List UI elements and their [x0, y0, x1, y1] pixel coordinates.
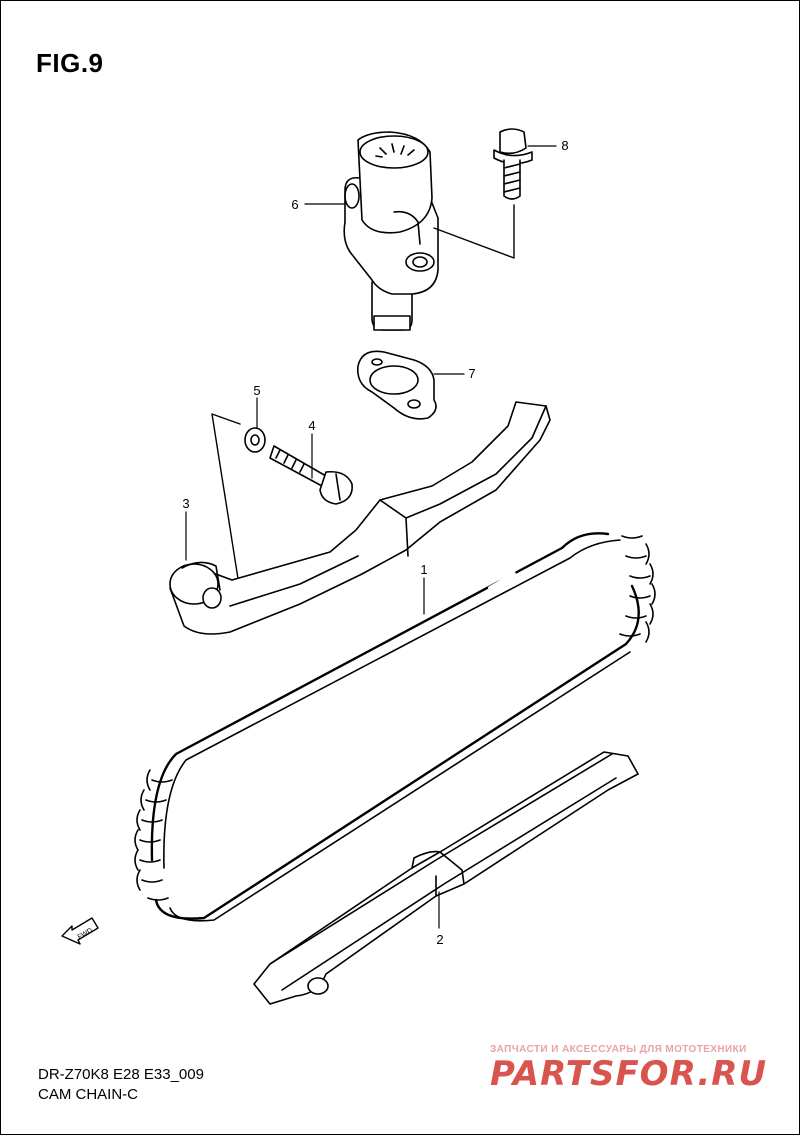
chain-guide-part — [253, 751, 639, 1005]
leader-lines — [185, 145, 557, 929]
section-name: CAM CHAIN-C — [38, 1086, 138, 1103]
part-label-6: 6 — [291, 197, 298, 212]
gasket-part — [356, 350, 437, 420]
bolt-part-8 — [493, 128, 533, 200]
part-label-8: 8 — [561, 138, 568, 153]
model-code: DR-Z70K8 E28 E33_009 — [38, 1066, 204, 1083]
part-label-4: 4 — [308, 418, 315, 433]
part-label-2: 2 — [436, 932, 443, 947]
part-label-3: 3 — [182, 496, 189, 511]
bolt-guide-line — [433, 204, 515, 259]
washer-part — [244, 427, 266, 453]
part-label-7: 7 — [468, 366, 475, 381]
tensioner-part — [343, 131, 439, 331]
watermark-tagline: ЗАПЧАСТИ И АКСЕССУАРЫ ДЛЯ МОТОТЕХНИКИ — [490, 1044, 747, 1055]
part-label-1: 1 — [420, 562, 427, 577]
tensioner-guide-lines — [211, 413, 243, 605]
part-label-5: 5 — [253, 383, 260, 398]
pivot-bolt-part — [269, 445, 353, 505]
cam-chain-part — [134, 532, 656, 922]
figure-title: FIG.9 — [36, 48, 104, 78]
tensioner-guide-part — [169, 401, 551, 635]
watermark-logo: PARTSFOR.RU — [490, 1054, 768, 1094]
forward-arrow-icon: FWD — [61, 917, 99, 945]
